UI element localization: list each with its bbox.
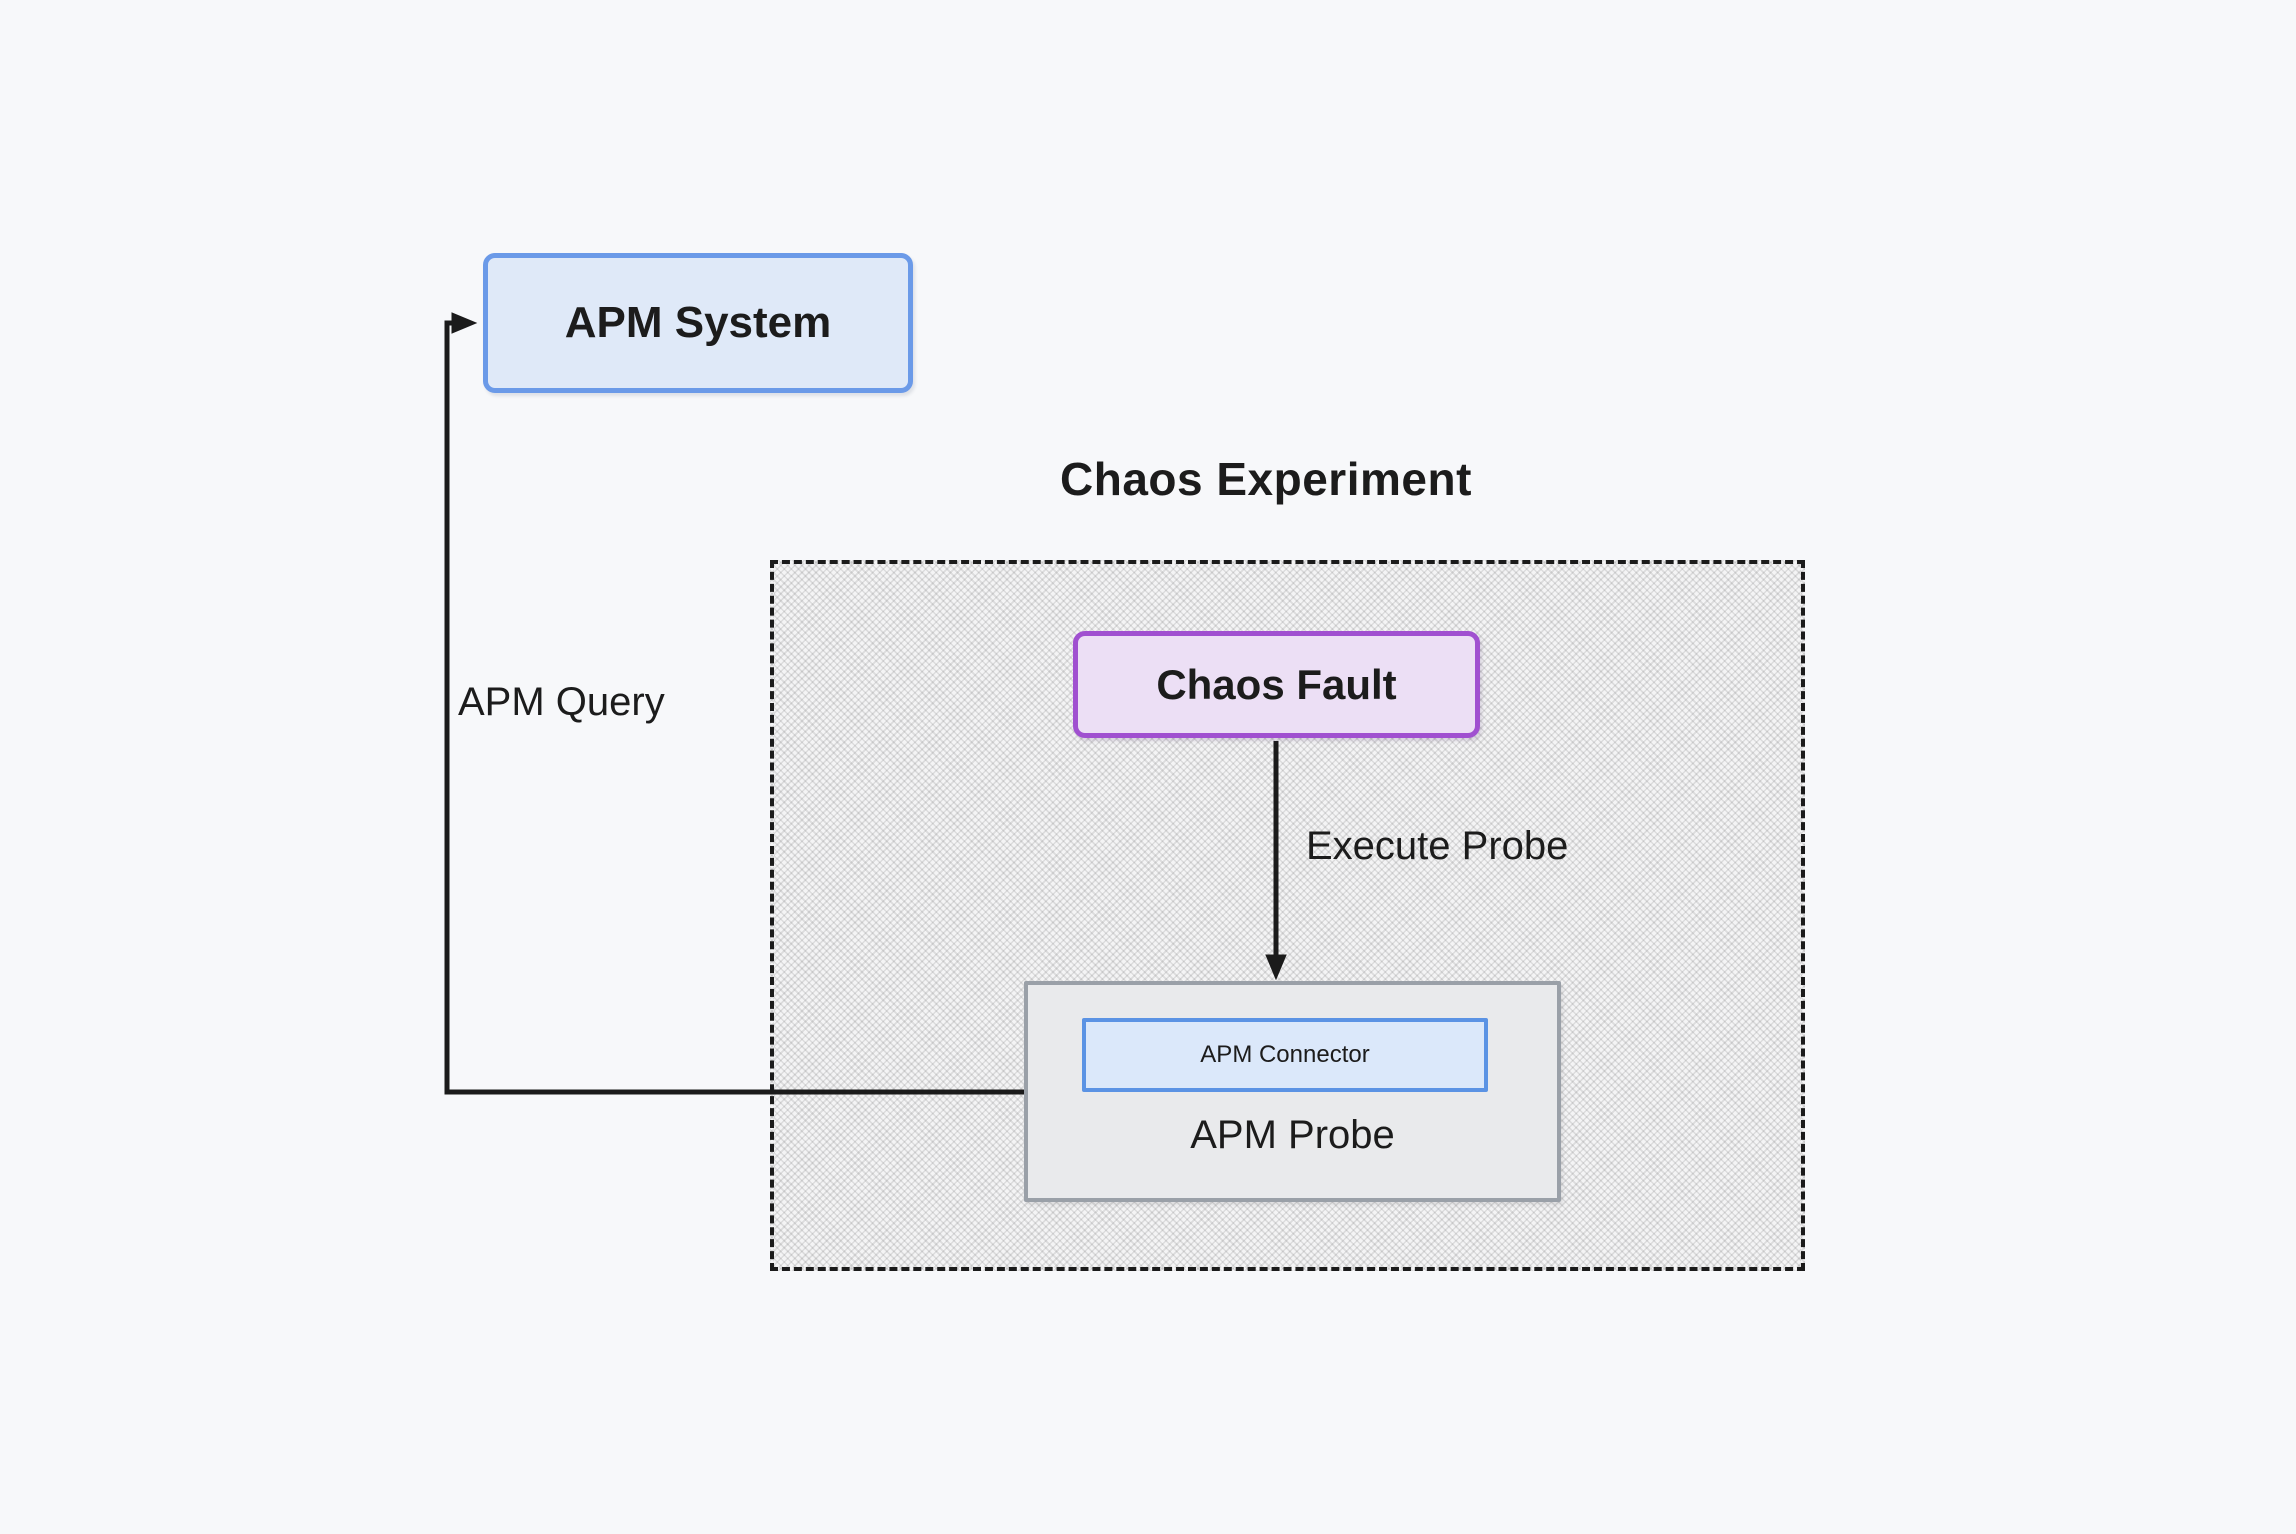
- node-apm-system: APM System: [483, 253, 913, 393]
- apm-query-arrowhead: [451, 312, 478, 334]
- apm-probe-label: APM Probe: [1190, 1113, 1395, 1157]
- apm-connector-label: APM Connector: [1200, 1041, 1370, 1068]
- apm-system-label: APM System: [564, 298, 832, 347]
- chaos-fault-label: Chaos Fault: [1156, 660, 1397, 708]
- node-apm-probe: APM Connector APM Probe: [1024, 981, 1561, 1202]
- node-chaos-fault: Chaos Fault: [1073, 631, 1480, 738]
- chaos-experiment-title: Chaos Experiment: [1060, 453, 1472, 505]
- apm-query-label: APM Query: [458, 680, 665, 724]
- node-apm-connector: APM Connector: [1082, 1018, 1488, 1092]
- execute-probe-label: Execute Probe: [1306, 824, 1569, 868]
